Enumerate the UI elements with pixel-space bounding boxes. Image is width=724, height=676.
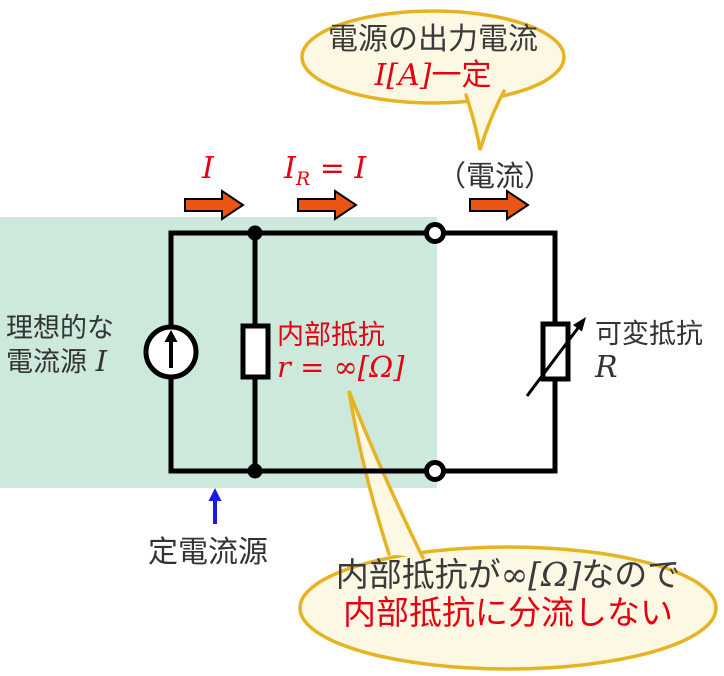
- top-bubble-line2-text: 一定: [431, 58, 492, 93]
- ideal-source-line2-text: 電流源: [6, 347, 87, 378]
- ir-lhs: I: [284, 151, 296, 186]
- ideal-source-symbol: I: [95, 344, 108, 378]
- top-bubble: [300, 9, 566, 105]
- bottom-bubble-text: 内部抵抗が∞[Ω]なので 内部抵抗に分流しない: [300, 556, 716, 632]
- current-label-denryu: （電流）: [437, 159, 554, 193]
- blue-arrow-icon: [208, 488, 222, 524]
- junction-dot-top: [247, 225, 263, 241]
- top-bubble-text: 電源の出力電流 I[A]一定: [302, 22, 564, 94]
- variable-resistor-symbol: R: [595, 350, 618, 385]
- bottom-bubble: [298, 545, 718, 671]
- current-arrows: [184, 189, 530, 221]
- ideal-source-label: 理想的な 電流源 I: [6, 312, 114, 379]
- internal-resistance-formula: r = ∞[Ω]: [277, 350, 405, 384]
- internal-resistance-label: 内部抵抗 r = ∞[Ω]: [277, 320, 404, 384]
- ideal-source-line1: 理想的な: [6, 313, 114, 344]
- internal-resistor-icon: [240, 323, 271, 380]
- current-label-i: I: [202, 151, 214, 186]
- variable-resistor-name: 可変抵抗: [595, 319, 703, 350]
- current-arrow-icon-1: [184, 189, 245, 221]
- current-label-ir: IR = I: [284, 151, 366, 190]
- top-bubble-line1: 電源の出力電流: [328, 22, 538, 57]
- current-arrow-icon-3: [469, 189, 530, 221]
- top-bubble-tail: [464, 89, 506, 151]
- current-source-icon: [143, 324, 199, 380]
- ideal-source-line2: 電流源 I: [6, 345, 114, 379]
- constant-source-label: 定電流源: [148, 535, 268, 570]
- internal-resistance-name: 内部抵抗: [277, 320, 385, 351]
- top-bubble-formula: I[A]: [374, 58, 432, 93]
- bottom-bubble-line1-formula: ∞[Ω]: [500, 555, 582, 594]
- terminal-bottom: [424, 460, 446, 482]
- current-arrow-icon-2: [297, 189, 358, 221]
- bottom-bubble-tail: [347, 390, 425, 560]
- ir-rhs: = I: [319, 151, 367, 186]
- top-bubble-line2: I[A]一定: [302, 58, 564, 94]
- bottom-bubble-line1-pre: 内部抵抗が: [335, 555, 501, 594]
- bottom-bubble-line1-post: なので: [581, 555, 681, 594]
- bottom-bubble-line2: 内部抵抗に分流しない: [343, 593, 673, 632]
- junction-dot-bottom: [247, 463, 263, 479]
- variable-resistor-icon: [525, 317, 586, 397]
- bottom-bubble-line1: 内部抵抗が∞[Ω]なので: [300, 556, 716, 594]
- terminal-top: [424, 222, 446, 244]
- variable-resistor-label: 可変抵抗 R: [595, 318, 703, 384]
- ir-sub: R: [295, 168, 311, 190]
